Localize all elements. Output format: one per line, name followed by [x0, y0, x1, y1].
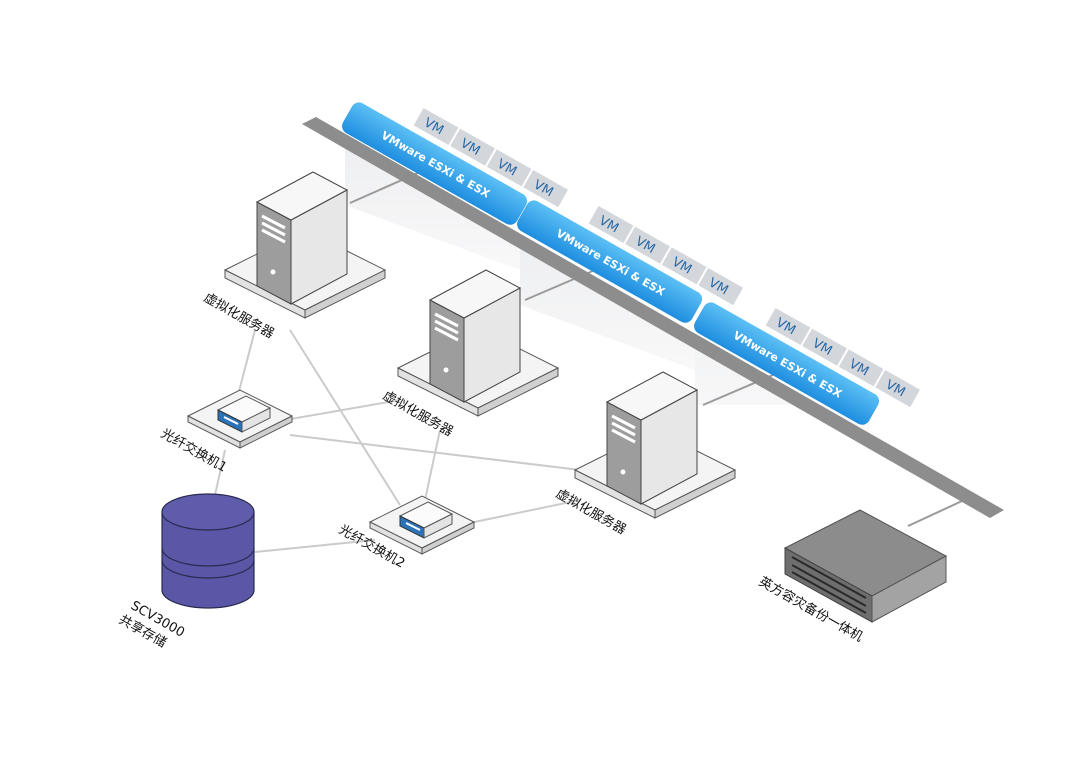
vm-tile — [588, 205, 634, 244]
drive-bays-icon — [791, 556, 867, 614]
server-node-3[interactable] — [573, 371, 737, 519]
storage-cylinder-icon — [161, 512, 255, 609]
vm-tiles: VM VM VM VM — [413, 107, 569, 208]
server-vents-icon — [434, 312, 459, 342]
link-server2-switch1 — [284, 399, 401, 421]
vm-tile — [450, 128, 495, 166]
vm-tile — [661, 247, 707, 285]
link-server2-switch2 — [424, 429, 441, 501]
vm-tile — [523, 169, 569, 208]
vm-tile — [625, 226, 670, 264]
link-server3-switch1 — [289, 434, 581, 471]
link-server1-switch2 — [289, 329, 401, 506]
server-node-2[interactable] — [396, 269, 560, 417]
server-vents-icon — [261, 214, 286, 244]
hypervisor-box — [694, 302, 880, 425]
link-switch2-storage — [254, 539, 376, 553]
vm-tile — [838, 349, 884, 387]
backup-appliance[interactable] — [783, 509, 948, 623]
hypervisor-box — [517, 200, 703, 323]
switch-node-2[interactable] — [368, 495, 476, 555]
vm-tile — [875, 369, 921, 408]
links — [214, 329, 581, 553]
hypervisor-box — [342, 102, 528, 225]
server-node-1[interactable] — [223, 171, 387, 319]
network-bus — [302, 117, 1004, 518]
vm-tile — [765, 307, 811, 346]
vm-tile — [486, 149, 532, 187]
server-vents-icon — [611, 414, 636, 444]
storage-node[interactable] — [161, 493, 255, 609]
vm-tile — [413, 107, 459, 146]
power-button-icon — [620, 469, 626, 475]
link-switch1-storage — [214, 449, 226, 496]
vm-tile — [698, 267, 744, 306]
vm-tile — [802, 328, 847, 366]
power-button-icon — [270, 269, 276, 275]
power-button-icon — [443, 367, 449, 373]
link-server1-switch1 — [237, 329, 256, 396]
switch-node-1[interactable] — [186, 389, 294, 449]
link-server3-switch2 — [459, 499, 581, 526]
